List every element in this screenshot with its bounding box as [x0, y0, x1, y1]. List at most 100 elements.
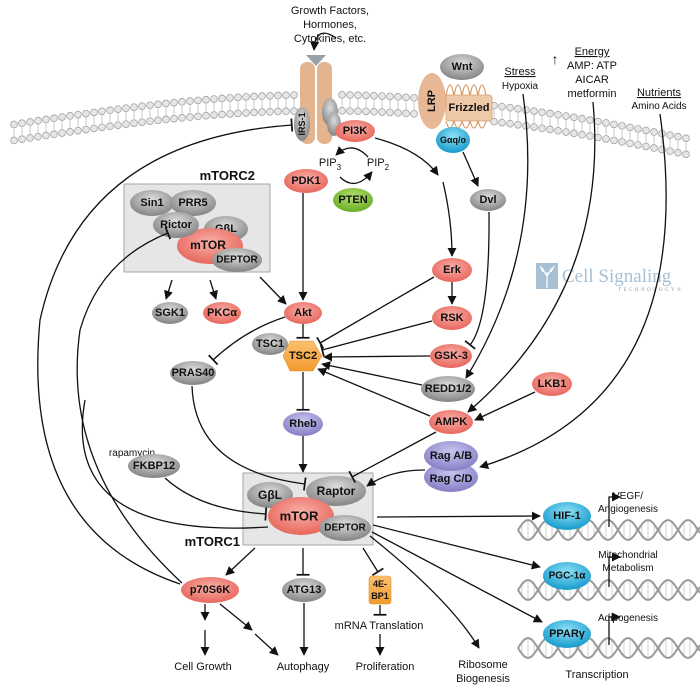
lrp-receptor[interactable]: LRP: [418, 73, 446, 129]
energy-label: Energy: [575, 46, 610, 58]
sgk1-node[interactable]: SGK1: [152, 302, 188, 324]
lipid-bead: [34, 116, 42, 125]
lipid-bead: [58, 129, 66, 137]
mtorc1-mtor[interactable]: [268, 497, 334, 535]
lipid-bead: [146, 101, 154, 110]
lipid-bead: [146, 117, 154, 126]
lipid-bead: [66, 128, 74, 136]
lipid-bead: [154, 100, 162, 109]
p70s6k-node[interactable]: p70S6K: [181, 577, 239, 603]
lipid-bead: [562, 128, 570, 136]
hif1-node[interactable]: HIF-1: [543, 502, 591, 530]
logo-sub: TECHNOLOGY®: [618, 287, 683, 293]
lipid-bead: [586, 132, 594, 140]
mtorc2-sin1[interactable]: [130, 190, 174, 216]
svg-text:ATG13: ATG13: [287, 584, 322, 596]
svg-text:PDK1: PDK1: [291, 175, 320, 187]
autophagy-label: Autophagy: [277, 661, 330, 673]
mtorc1-complex: GβL Raptor mTOR DEPTOR: [242, 472, 374, 546]
dvl-node[interactable]: Dvl: [470, 189, 506, 211]
fkbp12-node[interactable]: FKBP12: [128, 454, 180, 478]
lipid-bead: [666, 131, 674, 139]
lipid-bead: [58, 113, 66, 121]
angiogenesis-label: Angiogenesis: [598, 504, 658, 515]
ampk-node[interactable]: AMPK: [429, 410, 473, 434]
lipid-bead: [362, 91, 370, 100]
galpha-node[interactable]: Gαq/o: [436, 127, 470, 153]
ribosome-label: Ribosome: [458, 659, 508, 671]
lipid-bead: [666, 147, 674, 155]
pgc1a-node[interactable]: PGC-1α: [543, 562, 591, 590]
svg-text:TSC1: TSC1: [256, 338, 284, 350]
pkca-node[interactable]: PKCα: [203, 302, 241, 324]
pip2-label: PIP2: [367, 157, 390, 172]
svg-text:PGC-1α: PGC-1α: [549, 571, 587, 582]
gsk3-node[interactable]: GSK-3: [430, 344, 472, 368]
nutrients-label: Nutrients: [637, 87, 682, 99]
mtorc1-deptor[interactable]: [319, 515, 371, 541]
lipid-bead: [370, 91, 378, 100]
akt-node[interactable]: Akt: [284, 302, 322, 324]
svg-text:TSC2: TSC2: [289, 350, 317, 362]
lipid-bead: [594, 117, 602, 126]
lipid-bead: [346, 91, 354, 99]
frizzled-receptor[interactable]: Frizzled: [445, 84, 493, 129]
lipid-bead: [594, 133, 602, 142]
pparg-node[interactable]: PPARγ: [543, 620, 591, 648]
svg-text:PPARγ: PPARγ: [549, 628, 586, 640]
lipid-bead: [18, 119, 26, 128]
lipid-bead: [522, 106, 530, 114]
svg-text:REDD1/2: REDD1/2: [425, 383, 471, 395]
mtorc2-prr5[interactable]: [170, 190, 216, 216]
lipid-bead: [50, 114, 58, 123]
rag-complex[interactable]: Rag A/B Rag C/D: [424, 441, 478, 492]
lipid-bead: [402, 109, 410, 118]
lipid-bead: [130, 119, 138, 127]
svg-text:PTEN: PTEN: [338, 194, 367, 206]
mitochondrial-label: Mitochondrial: [598, 550, 657, 561]
lipid-bead: [74, 126, 82, 135]
mrna-translation-label: mRNA Translation: [335, 620, 424, 632]
mtorc2-deptor[interactable]: [212, 248, 262, 272]
lipid-bead: [538, 108, 546, 117]
lipid-bead: [514, 104, 522, 113]
pdk1-node[interactable]: PDK1: [284, 169, 328, 193]
rheb-node[interactable]: Rheb: [283, 412, 323, 436]
rag-cd-label: Rag C/D: [430, 473, 473, 485]
lipid-bead: [234, 93, 242, 102]
lipid-bead: [154, 116, 162, 125]
lipid-bead: [378, 108, 386, 116]
lipid-bead: [386, 108, 394, 117]
pras40-node[interactable]: PRAS40: [170, 361, 216, 385]
lipid-bead: [74, 110, 82, 119]
lipid-bead: [10, 136, 18, 145]
mtorc1-raptor[interactable]: [306, 476, 366, 506]
lipid-bead: [570, 113, 578, 122]
pten-node[interactable]: PTEN: [333, 188, 373, 212]
lipid-bead: [338, 91, 346, 99]
tsc1-node[interactable]: TSC1: [252, 333, 288, 355]
lipid-bead: [186, 97, 194, 105]
irs1-node[interactable]: IRS-1: [294, 107, 310, 141]
svg-text:Hormones,: Hormones,: [303, 19, 357, 31]
redd-node[interactable]: REDD1/2: [421, 376, 475, 402]
lipid-bead: [602, 135, 610, 143]
lipid-bead: [194, 112, 202, 121]
lipid-bead: [138, 102, 146, 110]
lipid-bead: [162, 115, 170, 124]
lipid-bead: [26, 134, 34, 142]
pip3-label: PIP3: [319, 157, 342, 172]
mtorc2-rictor[interactable]: [153, 212, 199, 238]
tsc2-node[interactable]: TSC2: [282, 340, 323, 372]
erk-node[interactable]: Erk: [432, 258, 472, 282]
atg13-node[interactable]: ATG13: [282, 578, 326, 602]
mtorc1-title: mTORC1: [185, 534, 240, 549]
4ebp1-node[interactable]: 4E- BP1: [368, 575, 392, 605]
pi3k-node[interactable]: PI3K: [335, 120, 375, 142]
rsk-node[interactable]: RSK: [432, 306, 472, 330]
lkb1-node[interactable]: LKB1: [532, 372, 572, 396]
wnt-node[interactable]: Wnt: [440, 54, 484, 80]
growth-factors-label: Growth Factors, Hormones, Cytokines, etc…: [291, 5, 369, 45]
lipid-bead: [394, 93, 402, 101]
lipid-bead: [410, 110, 418, 118]
